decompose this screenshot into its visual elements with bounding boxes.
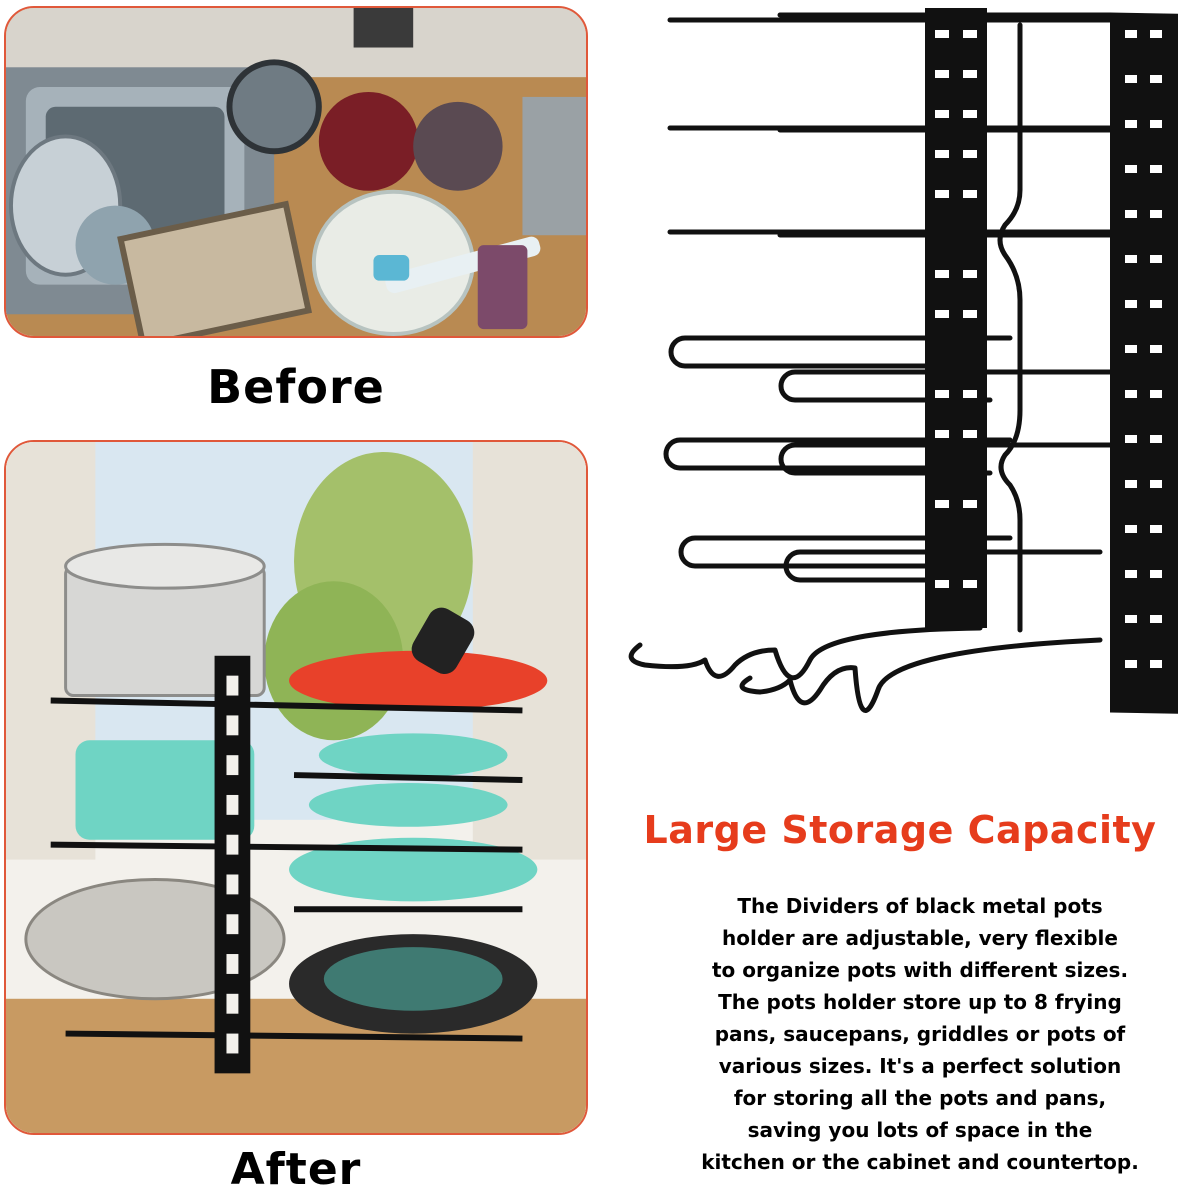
description-line: various sizes. It's a perfect solution [718,1054,1122,1078]
description-line: kitchen or the cabinet and countertop. [701,1150,1139,1174]
after-caption: After [230,1144,362,1195]
after-photo [4,440,588,1135]
description-line: to organize pots with different sizes. [711,958,1129,982]
description-line: holder are adjustable, very flexible [722,926,1118,950]
description-line: The Dividers of black metal pots [737,894,1103,918]
description-line: pans, saucepans, griddles or pots of [714,1022,1126,1046]
pot-rack-product-image [628,8,1178,714]
description-line: The pots holder store up to 8 frying [718,990,1122,1014]
description-line: for storing all the pots and pans, [733,1086,1107,1110]
before-caption: Before [207,360,385,414]
messy-sink-illustration [6,8,586,336]
description-line: saving you lots of space in the [747,1118,1093,1142]
feature-headline: Large Storage Capacity [643,808,1157,852]
feature-description: The Dividers of black metal pots holder … [640,890,1200,1178]
organized-rack-illustration [6,442,586,1133]
before-photo [4,6,588,338]
